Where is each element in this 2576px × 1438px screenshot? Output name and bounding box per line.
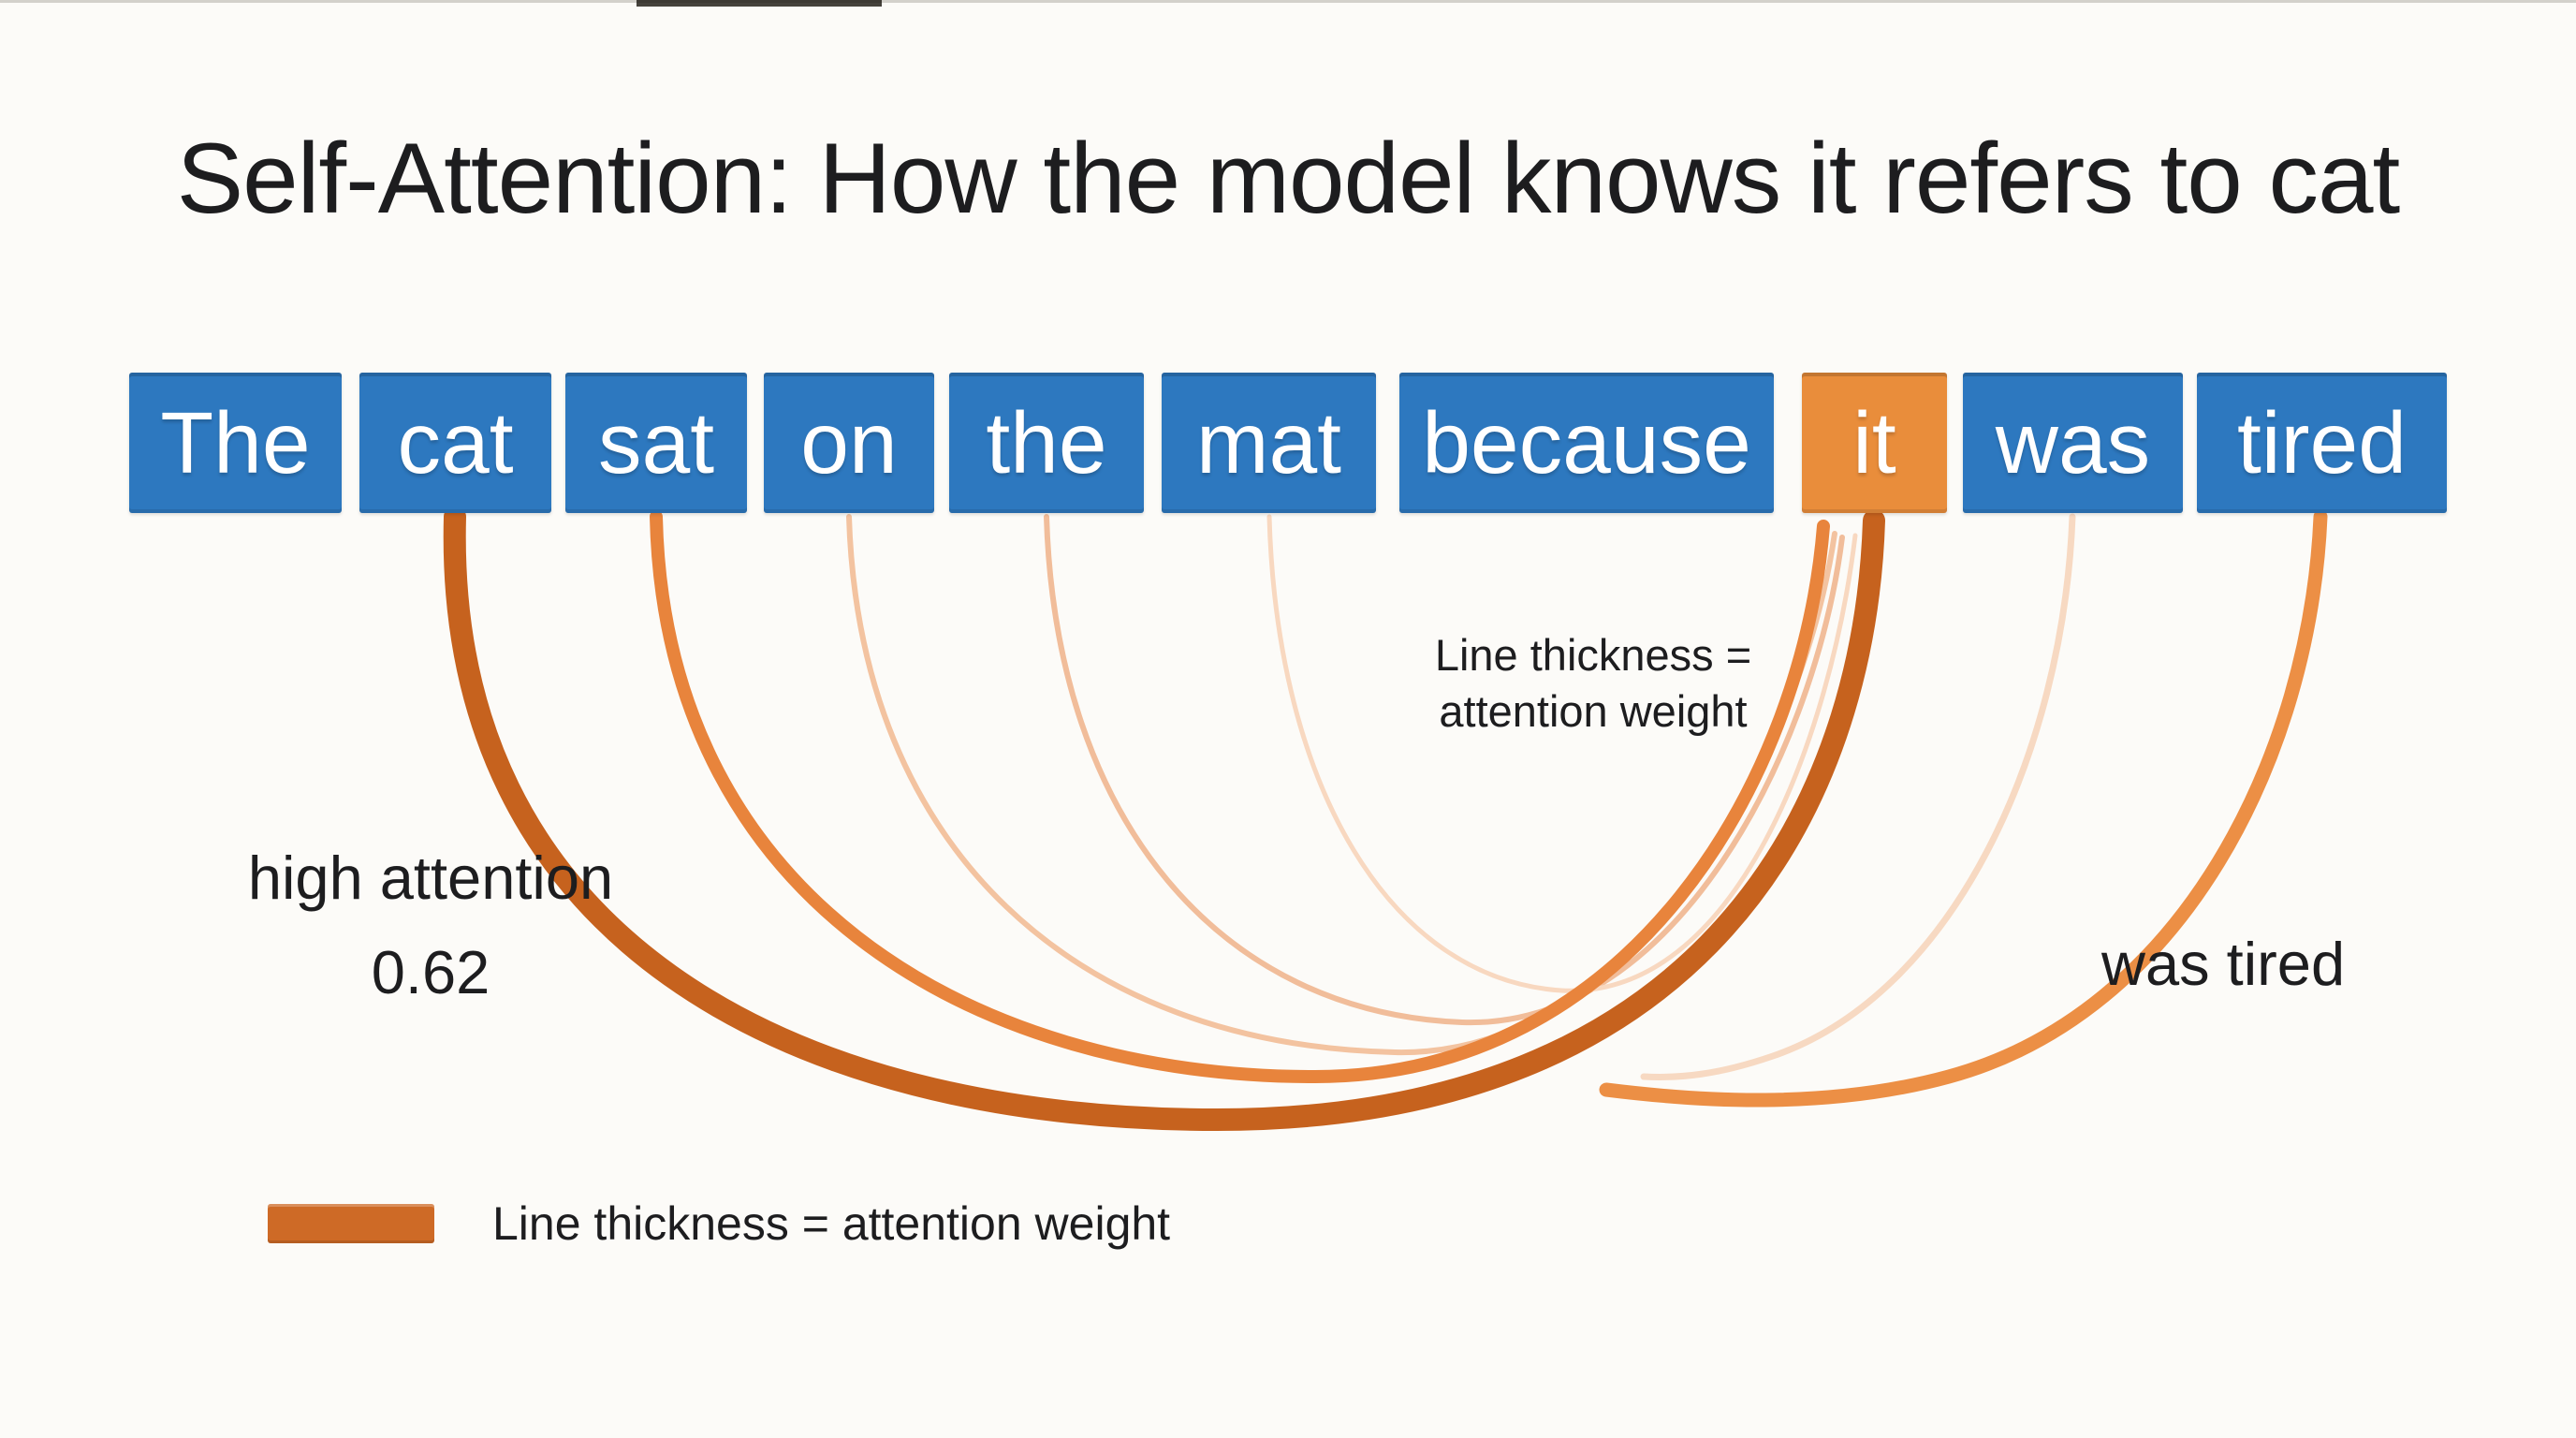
scan-noise-line xyxy=(0,0,2576,3)
scan-artifact-mark xyxy=(637,0,882,7)
high-attention-note: high attention 0.62 xyxy=(140,831,721,1020)
token-on: on xyxy=(764,373,934,513)
arc-note-line1: Line thickness = xyxy=(1434,630,1752,680)
token-it: it xyxy=(1802,373,1947,513)
page-title: Self-Attention: How the model knows it r… xyxy=(176,122,2400,234)
attention-arc-cat-to-it xyxy=(443,506,1885,1132)
token-tired: tired xyxy=(2197,373,2447,513)
token-was: was xyxy=(1963,373,2183,513)
token-the: the xyxy=(949,373,1144,513)
attention-arc-sat-to-it xyxy=(650,510,1830,1084)
legend: Line thickness = attention weight xyxy=(268,1196,1170,1251)
arc-note: Line thickness = attention weight xyxy=(1359,627,1827,740)
attention-arc-was-to-it xyxy=(1640,513,2076,1080)
token-mat: mat xyxy=(1162,373,1376,513)
legend-label: Line thickness = attention weight xyxy=(492,1197,1171,1250)
attention-arc-tired-to-it xyxy=(1599,509,2328,1108)
token-because: because xyxy=(1399,373,1774,513)
attention-arc-the-to-it xyxy=(1044,514,1845,1026)
was-tired-note: was tired xyxy=(2101,917,2476,1012)
token-the: The xyxy=(129,373,342,513)
arc-note-line2: attention weight xyxy=(1439,686,1748,737)
was-tired-text: was tired xyxy=(2101,930,2346,998)
legend-swatch xyxy=(268,1204,434,1243)
high-attention-value: 0.62 xyxy=(371,937,490,1006)
high-attention-text: high attention xyxy=(247,844,614,912)
token-cat: cat xyxy=(359,373,551,513)
token-sat: sat xyxy=(565,373,747,513)
attention-arc-mat-to-it xyxy=(1266,514,1858,993)
